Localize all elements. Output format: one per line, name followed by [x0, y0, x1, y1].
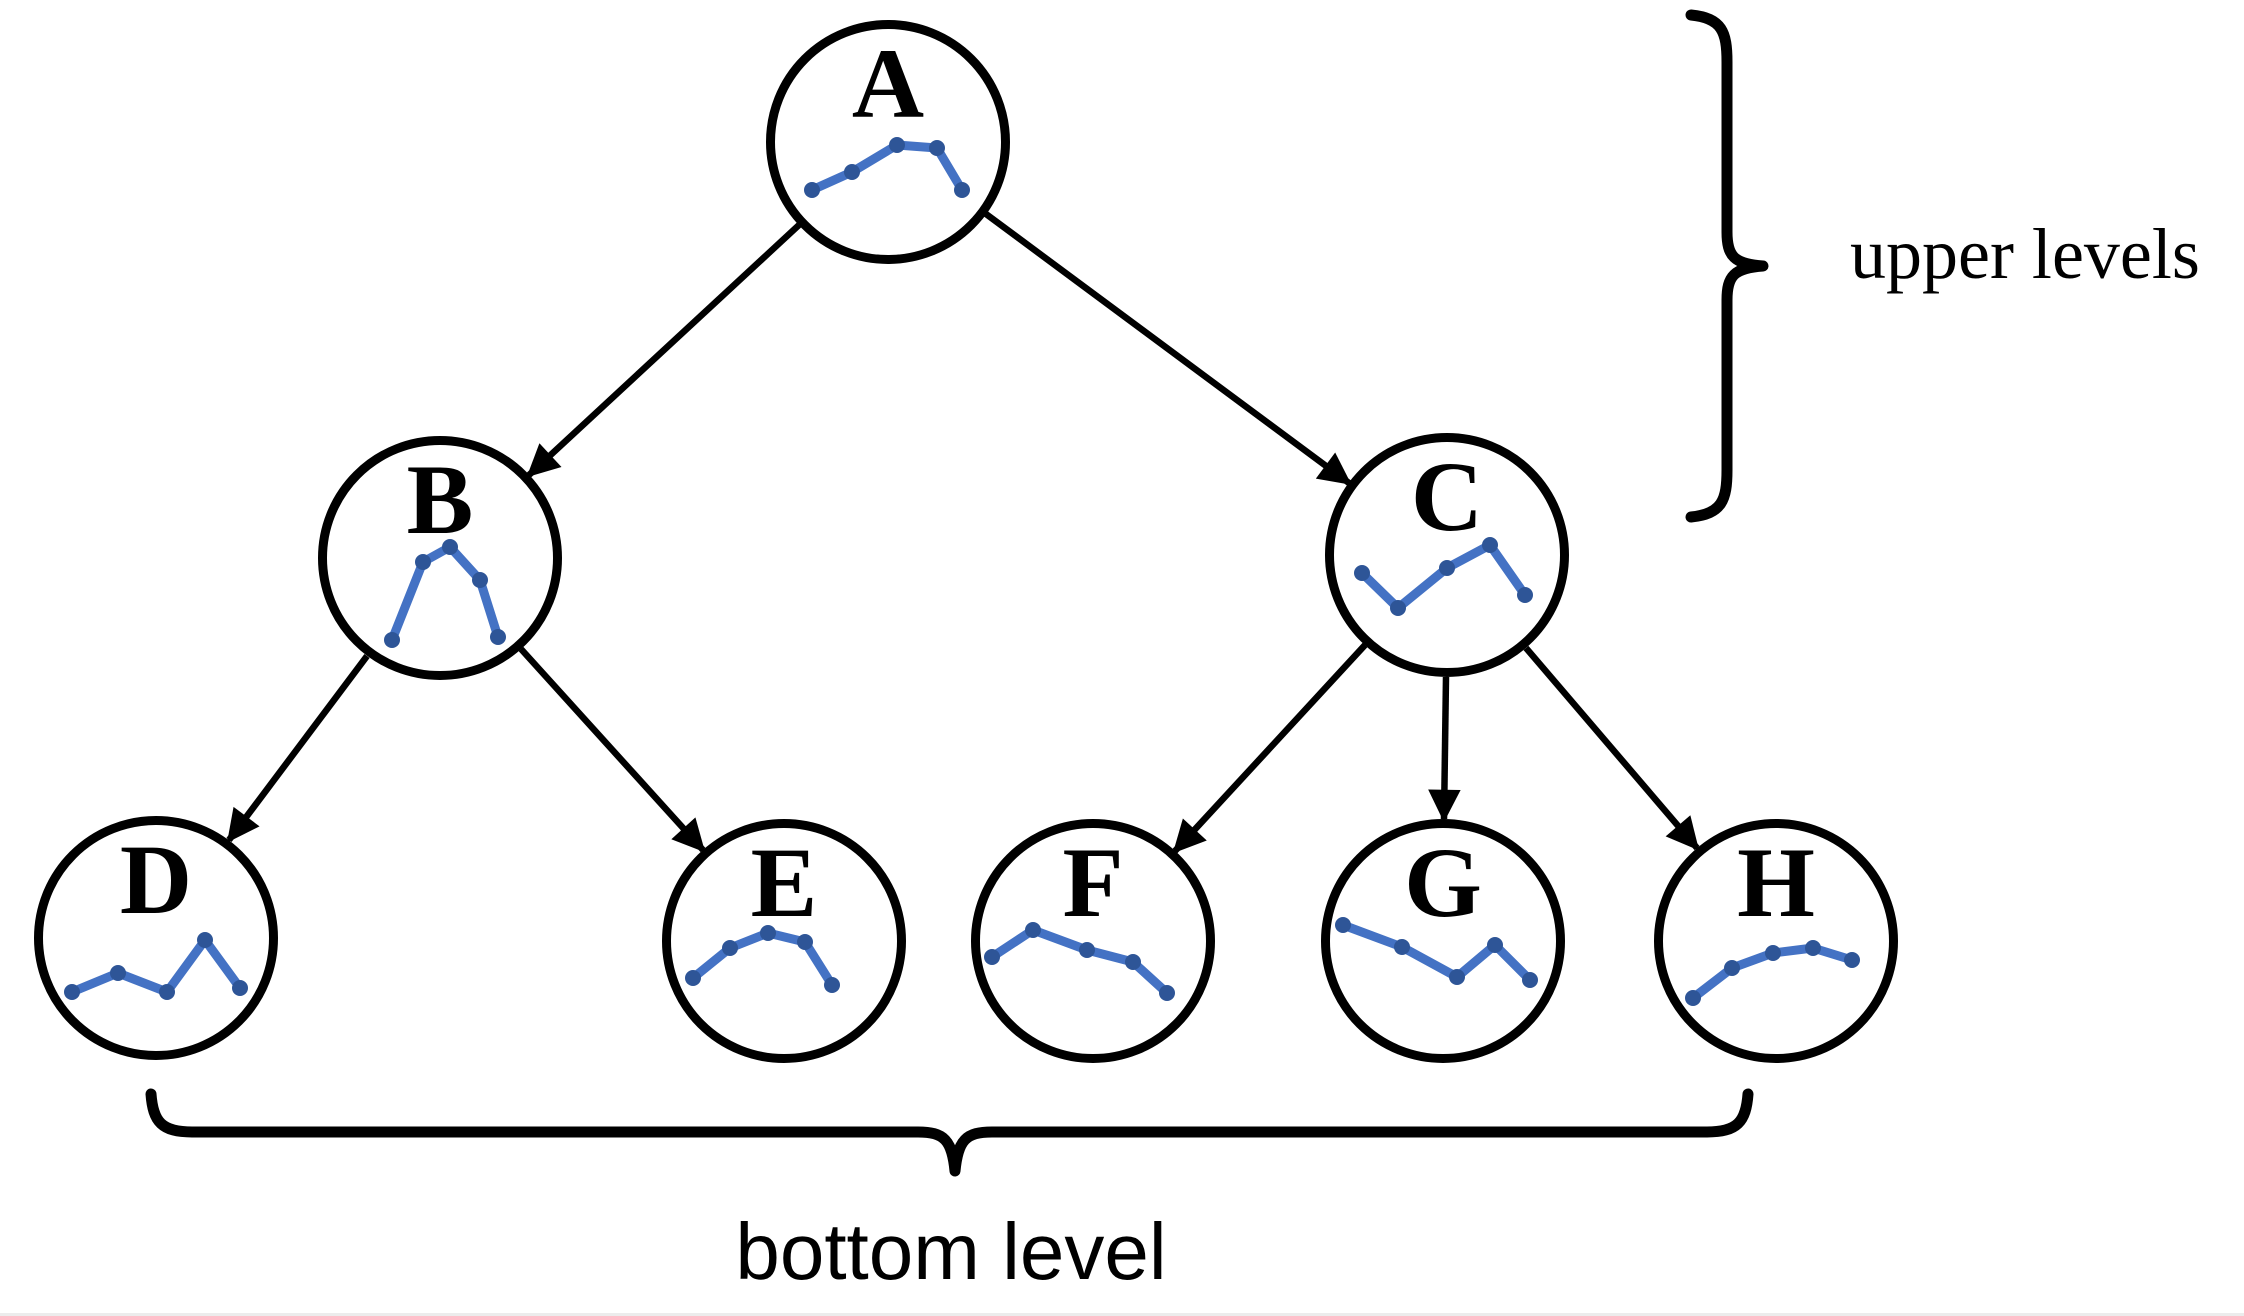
- node-E: E: [662, 819, 906, 1063]
- edge-A-B: [526, 222, 802, 478]
- edge-A-C: [984, 211, 1352, 486]
- node-C-label: C: [1410, 441, 1484, 552]
- node-F: F: [971, 819, 1215, 1063]
- node-H-label: H: [1737, 827, 1815, 938]
- bottom-edge-divider: [0, 1313, 2244, 1316]
- edge-B-D: [226, 654, 370, 843]
- node-D-sparkline-chart: [64, 932, 248, 1000]
- bottom-level-label: bottom level: [735, 1207, 1167, 1296]
- node-C-sparkline-chart: [1354, 537, 1533, 616]
- node-H-sparkline-chart: [1685, 940, 1860, 1006]
- upper-levels-brace: [1685, 9, 1769, 523]
- edge-B-E: [518, 646, 706, 853]
- node-A-label: A: [851, 28, 925, 139]
- node-D-label: D: [119, 824, 193, 935]
- edge-C-F: [1172, 642, 1368, 854]
- node-G-label: G: [1404, 827, 1482, 938]
- node-E-label: E: [750, 827, 818, 938]
- node-B-sparkline-chart: [384, 539, 506, 648]
- node-F-sparkline-chart: [984, 922, 1175, 1001]
- node-B: B: [318, 436, 562, 680]
- bottom-level-brace: [145, 1088, 1754, 1177]
- node-G-sparkline-chart: [1335, 917, 1538, 988]
- node-A-sparkline-chart: [804, 137, 970, 198]
- node-H: H: [1654, 819, 1898, 1063]
- node-G: G: [1321, 819, 1565, 1063]
- node-B-label: B: [406, 444, 474, 555]
- node-F-label: F: [1062, 827, 1124, 938]
- node-E-sparkline-chart: [685, 925, 840, 993]
- node-D: D: [34, 816, 278, 1060]
- upper-levels-label: upper levels: [1850, 214, 2200, 294]
- node-C: C: [1325, 433, 1569, 677]
- node-A: A: [766, 20, 1010, 264]
- edge-C-H: [1523, 645, 1700, 851]
- edge-C-G: [1428, 676, 1461, 823]
